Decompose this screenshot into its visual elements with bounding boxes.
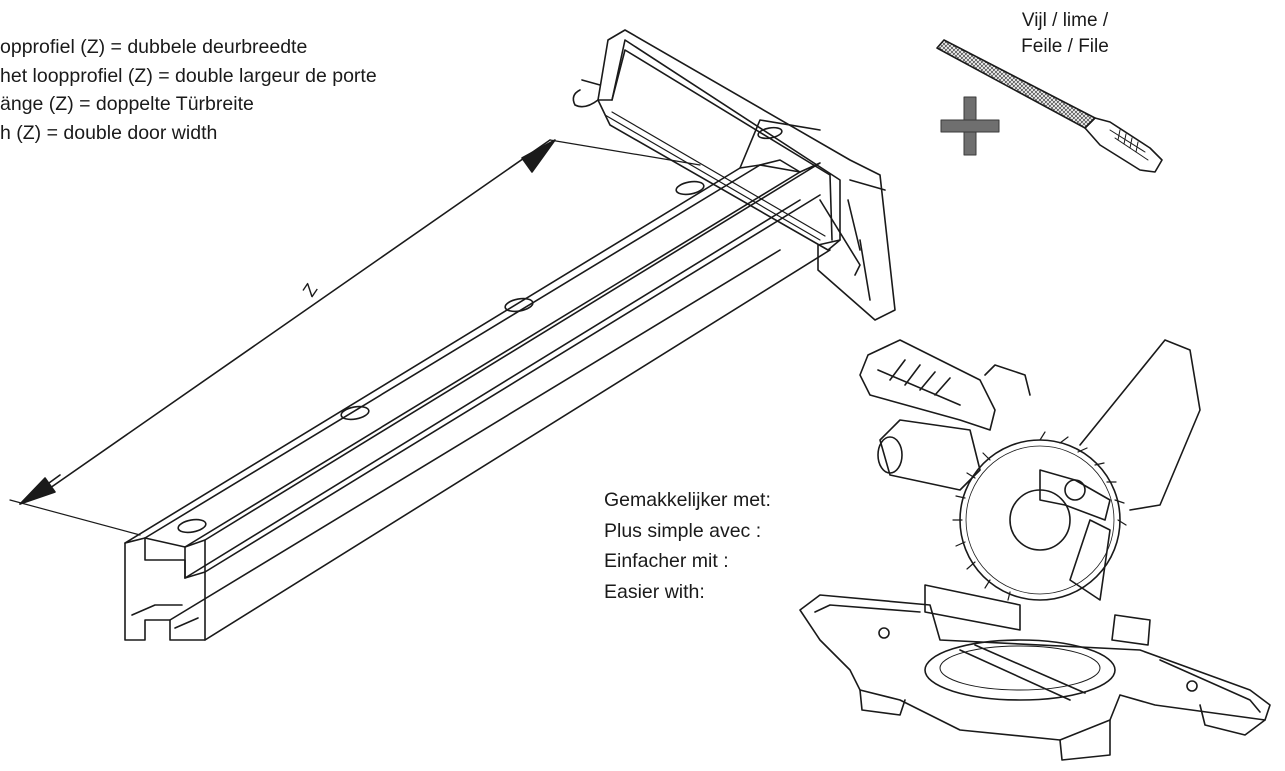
dimension-z [9, 139, 701, 536]
arrowhead-left [19, 477, 56, 505]
instruction-fr: het loopprofiel (Z) = double largeur de … [0, 64, 377, 87]
hacksaw-icon [572, 29, 896, 321]
file-tool-label: Vijl / lime / Feile / File [1000, 8, 1130, 60]
file-label-line1: Vijl / lime / [1021, 10, 1109, 31]
instruction-nl: opprofiel (Z) = dubbele deurbreedte [0, 36, 308, 58]
file-label-line2: Feile / File [1021, 36, 1109, 57]
miter-saw-icon [799, 339, 1271, 761]
easier-with-fr: Plus simple avec : [604, 519, 762, 542]
instruction-de: änge (Z) = doppelte Türbreite [0, 93, 254, 116]
arrowhead-right [521, 139, 556, 173]
easier-with-nl: Gemakkelijker met: [604, 489, 771, 511]
easier-with-block: Gemakkelijker met: Plus simple avec : Ei… [604, 487, 771, 609]
easier-with-en: Easier with: [604, 580, 705, 603]
dimension-label: Z [299, 280, 322, 300]
file-icon [936, 39, 1163, 173]
easier-with-de: Einfacher mit : [604, 550, 729, 573]
instruction-block: opprofiel (Z) = dubbele deurbreedte het … [0, 34, 377, 149]
rail-profile [124, 119, 831, 641]
instruction-en: h (Z) = double door width [0, 122, 218, 145]
plus-icon [940, 96, 1000, 156]
